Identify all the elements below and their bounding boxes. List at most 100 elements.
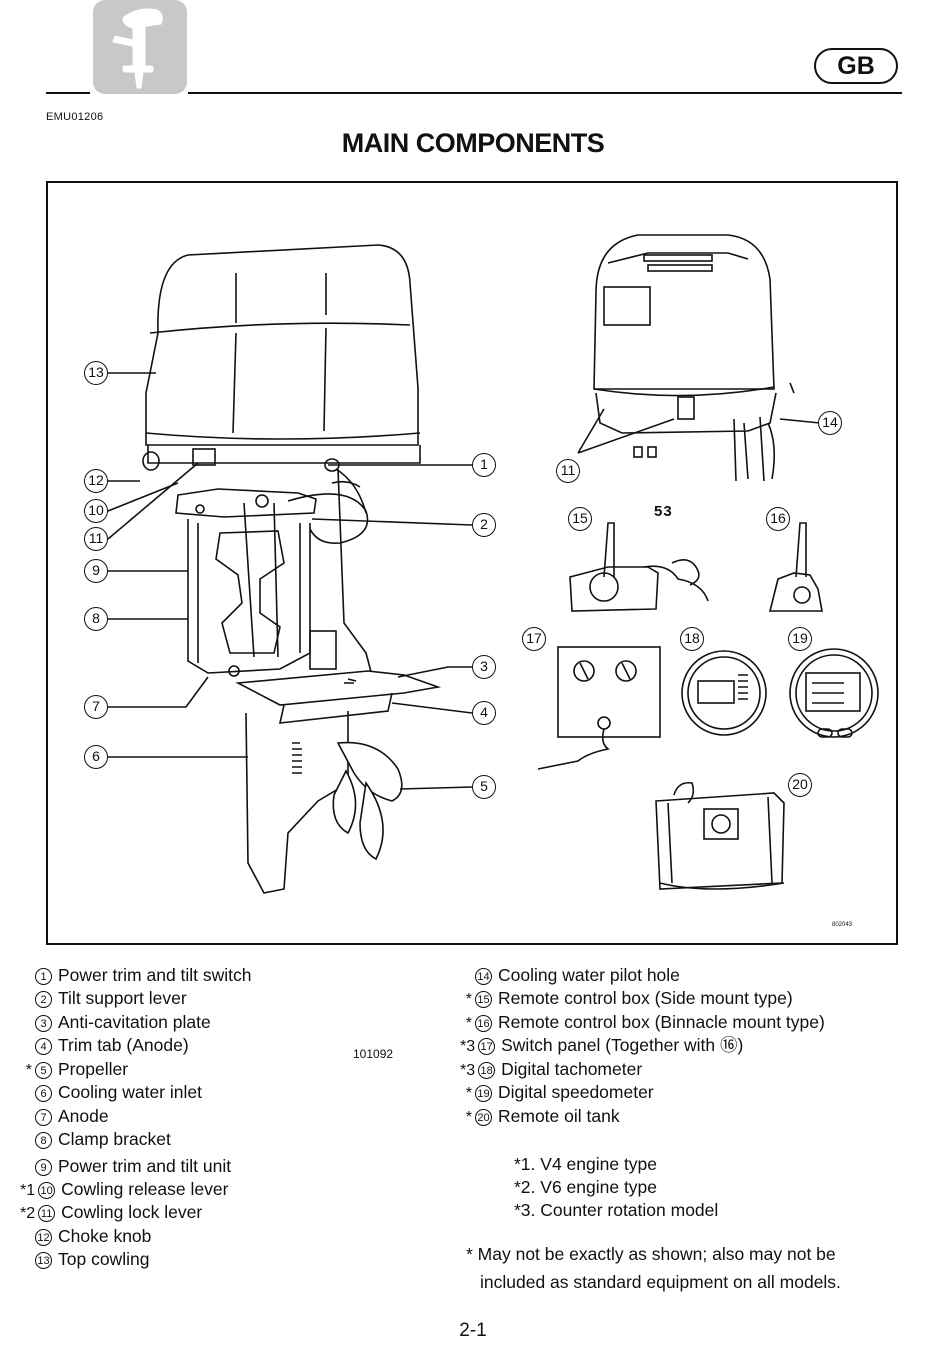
- legend-label: Digital tachometer: [501, 1059, 643, 1079]
- language-badge: GB: [814, 48, 898, 84]
- legend-label: Choke knob: [58, 1226, 152, 1246]
- remote-oil-tank-drawing: [655, 781, 785, 890]
- callout-17: 17: [522, 627, 546, 651]
- disclaimer-line: * May not be exactly as shown; also may …: [466, 1244, 836, 1264]
- legend-label: Cooling water inlet: [58, 1082, 202, 1102]
- tachometer-readout: 53: [654, 503, 673, 520]
- callout-19: 19: [788, 627, 812, 651]
- list-item: *19 Digital speedometer: [460, 1081, 654, 1105]
- legend-mark: *3: [460, 1062, 476, 1079]
- legend-number: 15: [475, 991, 492, 1008]
- header-rule-left: [46, 92, 90, 94]
- figure-code-small: 802043: [832, 922, 853, 928]
- legend-number: 8: [35, 1132, 52, 1149]
- legend-number: 11: [38, 1205, 56, 1222]
- legend-number: 9: [35, 1159, 52, 1176]
- callout-1: 1: [472, 453, 496, 477]
- legend-label: Remote control box (Binnacle mount type): [498, 1012, 825, 1032]
- list-item: *20 Remote oil tank: [460, 1105, 620, 1129]
- note-item: *3. Counter rotation model: [514, 1200, 719, 1220]
- digital-speedometer-drawing: [789, 648, 879, 738]
- callout-16: 16: [766, 507, 790, 531]
- callout-3: 3: [472, 655, 496, 679]
- list-item: 9 Power trim and tilt unit: [20, 1155, 231, 1177]
- legend-number: 5: [35, 1062, 52, 1079]
- legend-label: Digital speedometer: [498, 1082, 654, 1102]
- legend-number: 18: [478, 1062, 496, 1079]
- figure-code: 101092: [353, 1047, 394, 1061]
- legend-label: Cowling release lever: [61, 1179, 229, 1199]
- legend-number: 17: [478, 1038, 496, 1055]
- callout-14: 14: [818, 411, 842, 435]
- legend-number: 1: [35, 968, 52, 985]
- disclaimer-line: included as standard equipment on all mo…: [480, 1272, 841, 1292]
- list-item: 7 Anode: [20, 1105, 109, 1127]
- rear-outboard-drawing: [577, 234, 821, 482]
- callout-2: 2: [472, 513, 496, 537]
- list-item: 6 Cooling water inlet: [20, 1081, 202, 1103]
- legend-label: Power trim and tilt unit: [58, 1156, 232, 1176]
- callout-10: 10: [84, 499, 108, 523]
- callout-15: 15: [568, 507, 592, 531]
- disclaimer: * May not be exactly as shown; also may …: [466, 1240, 906, 1296]
- legend-label: Power trim and tilt switch: [58, 965, 252, 985]
- digital-tachometer-drawing: [681, 650, 767, 736]
- legend-label: Switch panel (Together with ⑯): [501, 1035, 744, 1055]
- legend-number: 19: [475, 1085, 492, 1102]
- document-code: EMU01206: [46, 111, 104, 123]
- callout-20: 20: [788, 773, 812, 797]
- legend-mark: *: [465, 1085, 472, 1102]
- callout-4: 4: [472, 701, 496, 725]
- list-item: 12 Choke knob: [20, 1225, 151, 1247]
- legend-label: Propeller: [58, 1059, 129, 1079]
- callout-8: 8: [84, 607, 108, 631]
- switch-panel-drawing: [537, 646, 661, 770]
- legend-label: Remote control box (Side mount type): [498, 988, 793, 1008]
- legend-mark: *: [465, 1109, 472, 1126]
- page-title: MAIN COMPONENTS: [341, 128, 605, 158]
- callout-11-rear: 11: [556, 459, 580, 483]
- note-item: *2. V6 engine type: [514, 1177, 658, 1197]
- legend-label: Top cowling: [58, 1249, 150, 1269]
- main-outboard-drawing: [107, 244, 473, 894]
- callout-18: 18: [680, 627, 704, 651]
- legend-mark: *2: [20, 1205, 36, 1222]
- callout-5: 5: [472, 775, 496, 799]
- callout-6: 6: [84, 745, 108, 769]
- legend-label: Anode: [58, 1106, 109, 1126]
- outboard-motor-icon: [93, 0, 187, 94]
- side-mount-control-box-drawing: [569, 522, 709, 612]
- legend-number: 20: [475, 1109, 492, 1126]
- legend-number: 7: [35, 1109, 52, 1126]
- legend-number: 10: [38, 1182, 56, 1199]
- legend-mark: *: [465, 1015, 472, 1032]
- callout-9: 9: [84, 559, 108, 583]
- legend-label: Clamp bracket: [58, 1129, 171, 1149]
- legend-number: 4: [35, 1038, 52, 1055]
- components-illustration: [107, 234, 879, 894]
- legend-label: Cooling water pilot hole: [498, 965, 680, 985]
- legend-label: Tilt support lever: [58, 988, 187, 1008]
- header-rule-right: [188, 92, 902, 94]
- legend-label: Remote oil tank: [498, 1106, 620, 1126]
- legend-mark: *1: [20, 1182, 36, 1199]
- callout-11: 11: [84, 527, 108, 551]
- legend-number: 12: [35, 1229, 52, 1246]
- components-figure: 13 1 12 10 11 2 9 8 3 7 4 6 5 14 11 15 1…: [46, 181, 898, 1061]
- page-number: 2-1: [459, 1320, 487, 1341]
- list-item: 1 Power trim and tilt switch: [20, 964, 252, 986]
- legend-number: 6: [35, 1085, 52, 1102]
- legend-label: Cowling lock lever: [61, 1202, 203, 1222]
- note-item: *1. V4 engine type: [514, 1154, 658, 1174]
